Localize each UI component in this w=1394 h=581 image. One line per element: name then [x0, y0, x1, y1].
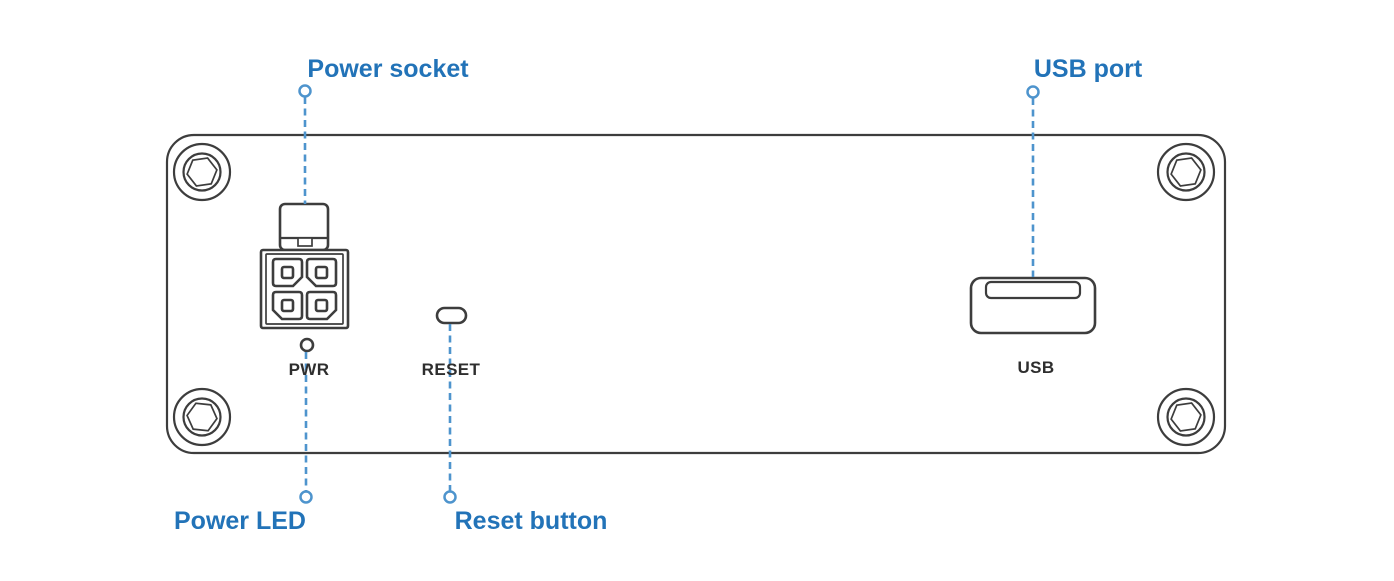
pin-cavity-bottom-left [271, 290, 304, 321]
pin-cavity-top-right [305, 257, 338, 288]
power-led-callout-label: Power LED [174, 507, 306, 535]
screw-top-right-icon [1156, 142, 1216, 202]
pwr-silkscreen-label: PWR [288, 360, 330, 379]
reset-button-callout-label: Reset button [454, 507, 608, 535]
usb-port-callout-label: USB port [1033, 55, 1143, 83]
screw-bottom-left-icon [172, 387, 232, 447]
power-socket-connector-icon [259, 202, 350, 330]
leader-dot-reset-button [443, 490, 457, 504]
usb-port-icon [969, 276, 1097, 335]
reset-button-icon [435, 306, 468, 325]
screw-top-left-icon [172, 142, 232, 202]
device-panel-outline [165, 133, 1227, 455]
reset-silkscreen-label: RESET [421, 360, 481, 379]
usb-silkscreen-label: USB [1017, 358, 1055, 377]
screw-bottom-right-icon [1156, 387, 1216, 447]
pin-cavity-top-left [271, 257, 304, 288]
leader-dot-power-socket [298, 84, 312, 98]
leader-dot-usb-port [1026, 85, 1040, 99]
leader-dot-power-led [299, 490, 313, 504]
pin-cavity-bottom-right [305, 290, 338, 321]
power-led-icon [299, 337, 315, 353]
power-socket-callout-label: Power socket [307, 55, 469, 83]
